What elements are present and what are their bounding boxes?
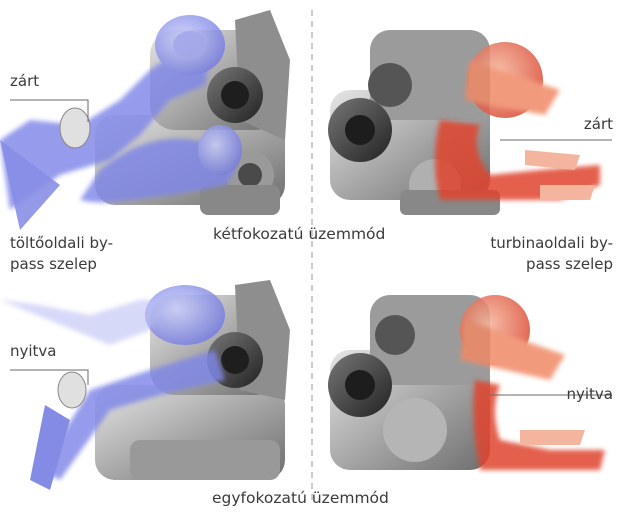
exhaust-flow-bottom-right — [460, 295, 605, 470]
two-stage-mode-label: kétfokozatú üzemmód — [213, 225, 385, 243]
top-right-state-label: zárt — [584, 114, 613, 135]
valve-bottom-left — [58, 372, 86, 408]
valve-top-left — [60, 108, 90, 148]
single-stage-mode-label: egyfokozatú üzemmód — [212, 489, 389, 507]
compressor-bypass-label-line1: töltőoldali by- — [10, 233, 113, 254]
turbine-bypass-label-line2: pass szelep — [526, 254, 613, 275]
compressor-bypass-label-line2: pass szelep — [10, 254, 97, 275]
top-left-state-label: zárt — [10, 71, 39, 92]
bottom-left-state-label: nyitva — [10, 341, 57, 362]
turbine-bypass-label-line1: turbinaoldali by- — [490, 233, 613, 254]
bottom-right-state-label: nyitva — [566, 384, 613, 405]
